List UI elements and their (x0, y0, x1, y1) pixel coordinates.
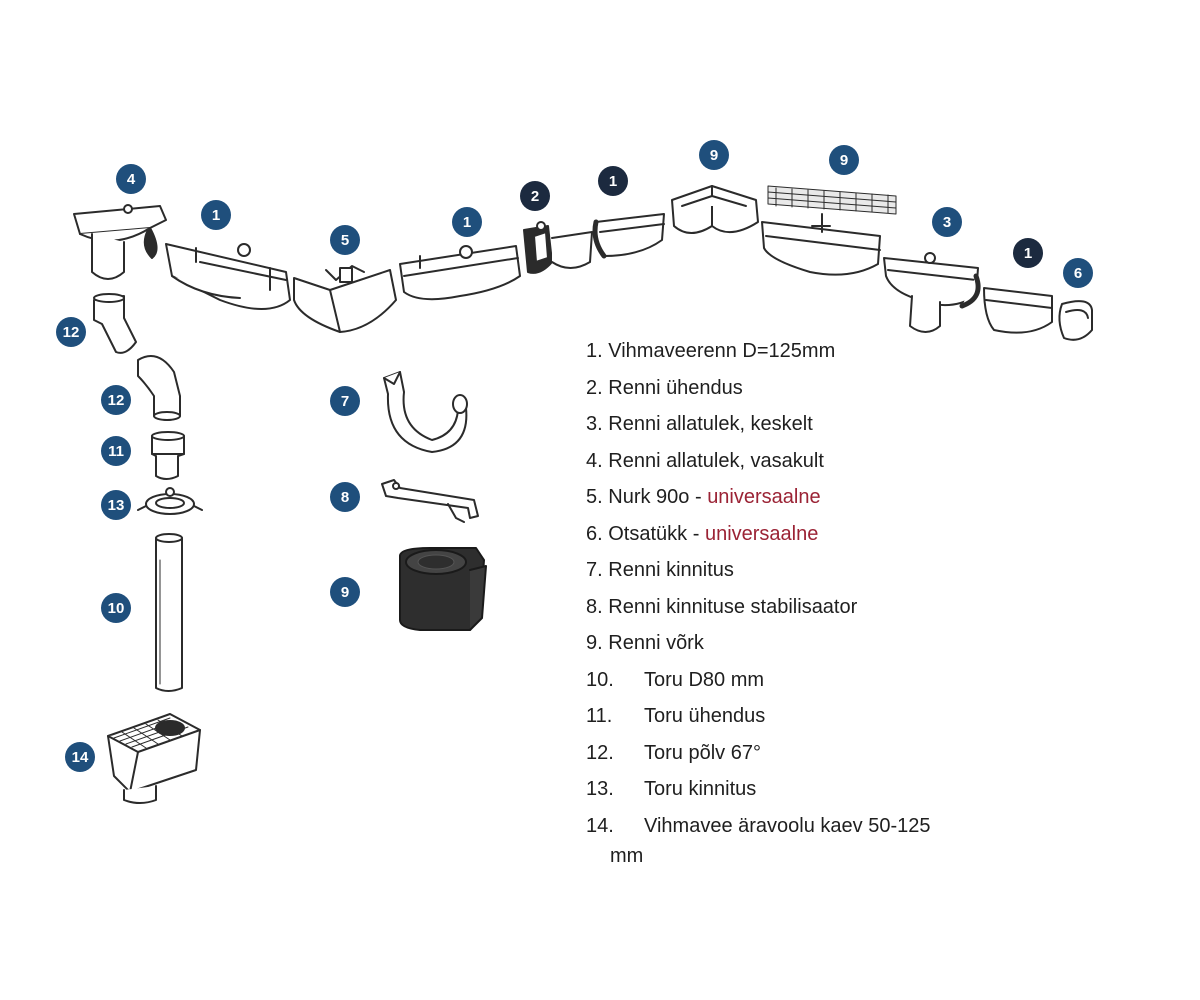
pipe-elbow-lower (137, 355, 181, 421)
legend-text: Renni kinnituse stabilisaator (608, 595, 858, 618)
gutter-joint (523, 221, 593, 274)
gutter-section (592, 213, 665, 259)
legend-text: Toru D80 mm (644, 668, 765, 691)
callout-badge: 14 (65, 742, 95, 772)
callout-badge: 11 (101, 436, 131, 466)
legend-highlight: universaalne (707, 486, 821, 508)
legend-highlight: universaalne (704, 522, 819, 545)
rainwater-drain-box (107, 713, 201, 804)
callout-badge: 4 (116, 164, 146, 194)
callout-badge: 9 (829, 145, 859, 175)
legend-item: 4. Renni allatulek, vasakult (586, 446, 1006, 483)
legend-number: 13. (586, 778, 614, 800)
legend-text: Vihmaveerenn D=125mm (608, 340, 836, 362)
legend-text: Toru põlv 67° (644, 741, 761, 764)
legend-item: 13. Toru kinnitus (586, 774, 1006, 811)
callout-badge: 1 (1013, 238, 1043, 268)
legend-item: 14. Vihmavee äravoolu kaev 50-125 (586, 811, 1006, 848)
legend-number: 7. (586, 559, 603, 581)
gutter-end-cap (1058, 300, 1093, 341)
callout-badge: 8 (330, 482, 360, 512)
legend-text: Renni allatulek, vasakult (608, 449, 824, 472)
pipe-clamp (137, 487, 203, 515)
legend-text: Renni allatulek, keskelt (608, 413, 813, 435)
callout-badge: 1 (201, 200, 231, 230)
legend-item: 7. Renni kinnitus (586, 555, 1006, 592)
legend-item: 12. Toru põlv 67° (586, 738, 1006, 775)
legend-text: Toru ühendus (644, 705, 766, 727)
legend-number: 12. (586, 741, 614, 764)
legend-item: 9. Renni võrk (586, 628, 1006, 665)
legend-text: Vihmavee äravoolu kaev 50-125 (644, 814, 931, 837)
callout-badge: 7 (330, 386, 360, 416)
callout-badge: 1 (452, 207, 482, 237)
callout-badge: 13 (101, 490, 131, 520)
pipe-elbow-upper (93, 293, 137, 354)
legend-number: 1. (586, 340, 603, 362)
legend-number: 9. (586, 632, 603, 654)
callout-badge: 9 (699, 140, 729, 170)
gutter-section (983, 287, 1053, 334)
gutter-outlet-center (883, 252, 981, 333)
downpipe (155, 533, 183, 692)
legend-number: 2. (586, 376, 603, 399)
gutter-corner-external (671, 185, 759, 234)
callout-badge: 3 (932, 207, 962, 237)
callout-badge: 6 (1063, 258, 1093, 288)
parts-legend: 1. Vihmaveerenn D=125mm 2. Renni ühendus… (586, 336, 1006, 878)
gutter-bracket (383, 371, 468, 453)
legend-item: 1. Vihmaveerenn D=125mm (586, 336, 1006, 373)
callout-badge: 5 (330, 225, 360, 255)
callout-badge: 12 (56, 317, 86, 347)
legend-number: 5. (586, 486, 603, 508)
legend-text: Renni ühendus (608, 376, 743, 399)
gutter-section (761, 213, 881, 276)
gutter-bracket-stabiliser (381, 479, 479, 523)
legend-item: 2. Renni ühendus (586, 373, 1006, 410)
callout-badge: 9 (330, 577, 360, 607)
legend-text: Nurk 90o - (608, 486, 708, 508)
gutter-section (399, 245, 521, 301)
legend-item: 6. Otsatükk - universaalne (586, 519, 1006, 556)
gutter-corner (293, 265, 397, 333)
gutter-mesh-strip (767, 185, 897, 215)
legend-number: 6. (586, 522, 603, 545)
callout-badge: 10 (101, 593, 131, 623)
legend-number: 8. (586, 595, 603, 618)
legend-number: 14. (586, 814, 614, 837)
legend-number: 4. (586, 449, 603, 472)
gutter-outlet-left (73, 204, 167, 280)
callout-badge: 12 (101, 385, 131, 415)
legend-text: Renni kinnitus (608, 559, 734, 581)
legend-item: 10. Toru D80 mm (586, 665, 1006, 702)
legend-text: Otsatükk - (608, 522, 705, 545)
legend-item-continuation: mm (610, 845, 644, 867)
legend-number: 11. (586, 705, 613, 727)
legend-item: 3. Renni allatulek, keskelt (586, 409, 1006, 446)
legend-item: 11. Toru ühendus (586, 701, 1006, 738)
legend-item: 5. Nurk 90o - universaalne (586, 482, 1006, 519)
legend-number: 10. (586, 668, 614, 691)
legend-number: 3. (586, 413, 603, 435)
gutter-mesh-roll (399, 547, 487, 631)
callout-badge: 1 (598, 166, 628, 196)
callout-badge: 2 (520, 181, 550, 211)
legend-text: Toru kinnitus (644, 778, 757, 800)
legend-item: 8. Renni kinnituse stabilisaator (586, 592, 1006, 629)
gutter-section (165, 243, 291, 310)
legend-text: Renni võrk (608, 632, 704, 654)
pipe-coupling (151, 431, 185, 480)
